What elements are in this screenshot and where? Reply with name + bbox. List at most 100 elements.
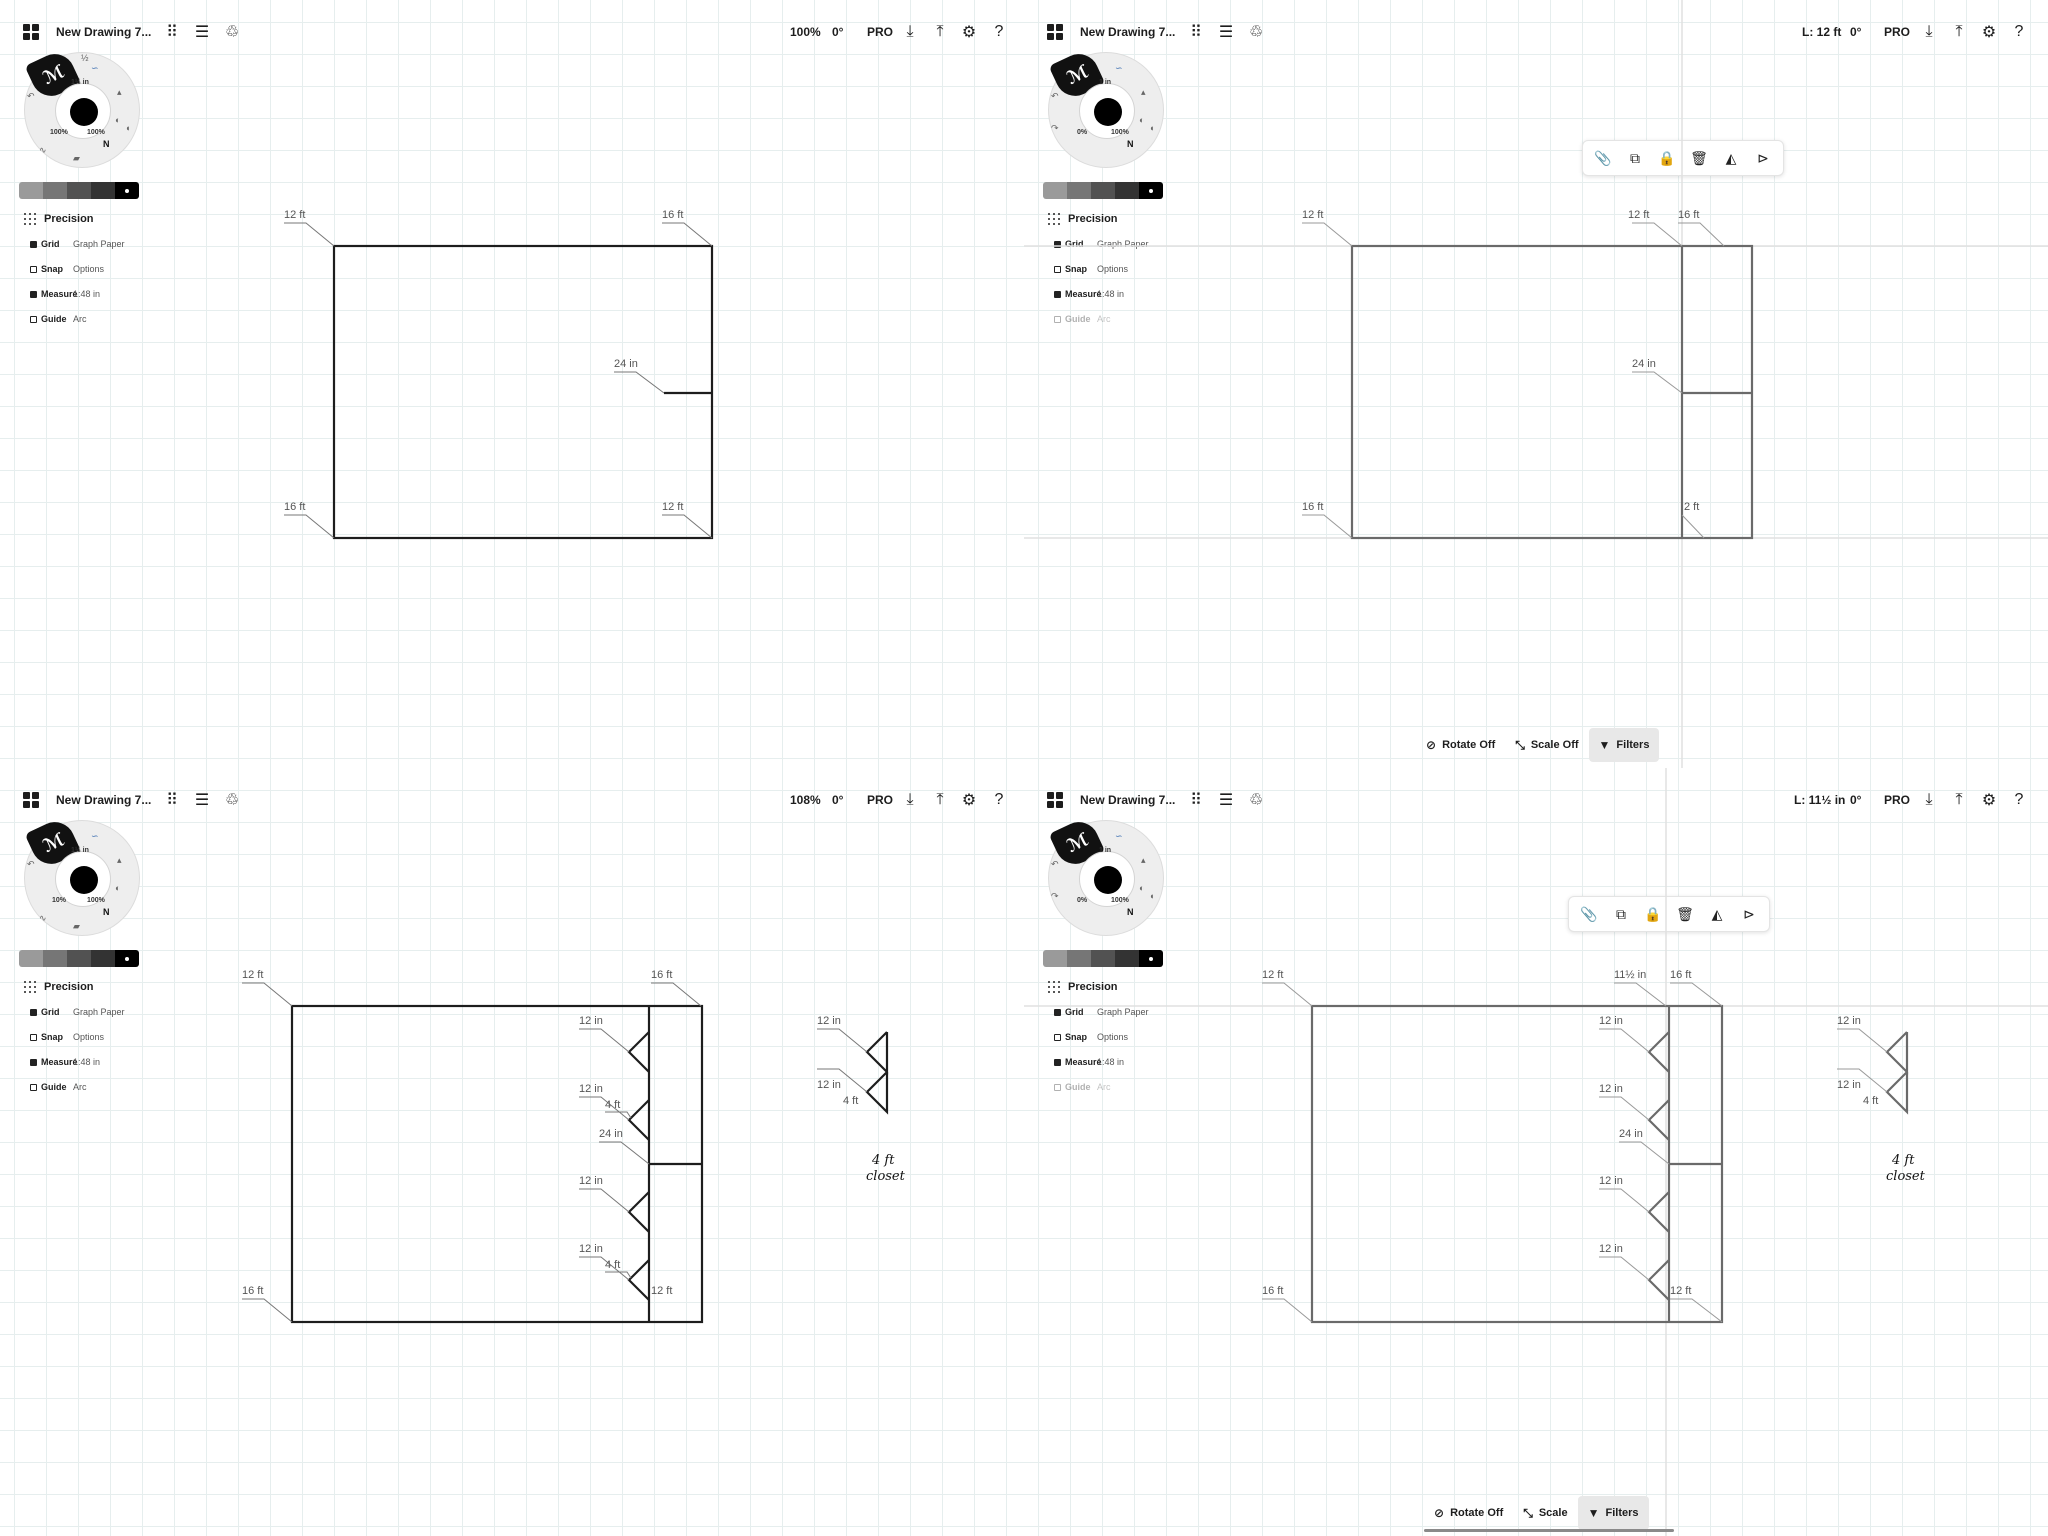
swatch[interactable] [67,950,91,967]
settings-gear-icon[interactable]: ⚙ [961,24,977,41]
duplicate-icon[interactable]: ⧉ [1630,149,1640,166]
nib-tool-icon[interactable]: N [1127,139,1134,149]
swatch-selected[interactable] [115,950,139,967]
layers-icon[interactable]: ☰ [1218,24,1234,41]
swatch[interactable] [1043,182,1067,199]
undo-icon[interactable]: ↶ [1051,859,1059,869]
redo-icon[interactable]: ↷ [1051,891,1059,901]
tool-wheel[interactable]: ℳ ∽ ↶ ▴ ∿ N ▰ 1½ in 10% 100% ◐ [24,815,140,936]
settings-gear-icon[interactable]: ⚙ [1981,792,1997,809]
drawing-title[interactable]: New Drawing 7... [1080,793,1176,807]
settings-gear-icon[interactable]: ⚙ [1981,24,1997,41]
flip-vertical-icon[interactable]: ⊳ [1743,905,1755,922]
swatch[interactable] [1043,950,1067,967]
guide-checkbox[interactable] [30,315,37,323]
guide-value[interactable]: Arc [1097,1082,1111,1092]
tool-wheel[interactable]: ℳ ∽ ↶ ↷ ▴ ◖ N 1 in 0% 100% ◐ [1048,815,1164,936]
grid-checkbox[interactable] [30,240,37,248]
closet-door-sketch[interactable] [1885,1071,1909,1115]
measure-value[interactable]: 1:48 in [73,289,101,299]
import-icon[interactable]: ⤓ [906,791,914,808]
measure-value[interactable]: 1:48 in [1097,1057,1125,1067]
pro-badge[interactable]: PRO [867,793,894,807]
marker-tool-icon[interactable]: ▴ [117,87,122,97]
room-outline[interactable] [332,244,714,540]
nib-tool-icon[interactable]: N [103,907,110,917]
swatch[interactable] [1091,182,1115,199]
swatch-selected[interactable] [115,182,139,199]
contrast-icon[interactable]: ◐ [1139,883,1145,893]
grid-checkbox[interactable] [1054,240,1061,248]
help-icon[interactable]: ? [994,791,1004,808]
grid-value[interactable]: Graph Paper [73,1007,125,1017]
nib-tool-icon[interactable]: N [103,139,110,149]
scale-toggle[interactable]: ⤡Scale [1513,1496,1577,1530]
gallery-icon[interactable] [1047,24,1063,40]
export-icon[interactable]: ⤒ [1955,23,1963,40]
canvas-panel-4[interactable]: New Drawing 7... ⠿ ☰ ♲ L: 11½ in 0° PRO … [1024,768,2048,1536]
precision-dots-icon[interactable] [1048,213,1060,225]
snap-value[interactable]: Options [1097,1032,1129,1042]
closet-door[interactable] [627,1259,650,1301]
import-icon[interactable]: ⤓ [906,23,914,40]
undo-icon[interactable]: ↶ [27,91,35,101]
filters-button[interactable]: ▼Filters [1577,1496,1649,1530]
redo-icon[interactable]: ↷ [1051,123,1059,133]
eraser-tool-icon[interactable]: ▰ [73,921,80,931]
delete-icon[interactable]: 🗑 [1690,149,1708,166]
flip-horizontal-icon[interactable]: ◭ [1711,905,1723,922]
precision-dots-icon[interactable] [1048,981,1060,993]
closet-door-sketch[interactable] [865,1071,889,1115]
shapes-icon[interactable]: ♲ [224,792,240,809]
brush-tool-icon[interactable]: ∽ [91,831,99,841]
drawing-canvas[interactable]: 12 ft 16 ft 12 in 12 in 4 ft 24 in 12 in… [0,768,1024,1536]
brush-tool-icon[interactable]: ∽ [1115,63,1123,73]
dots-grid-icon[interactable]: ⠿ [166,24,178,41]
current-color-swatch[interactable] [70,98,98,126]
attach-icon[interactable]: 📎 [1580,905,1598,922]
marker-tool-icon[interactable]: ▴ [117,855,122,865]
airbrush-tool-icon[interactable]: ◖ [1149,891,1155,901]
drawing-canvas[interactable]: 12 ft 12 ft 16 ft 24 in 16 ft 2 ft [1024,0,2048,768]
rotate-toggle[interactable]: ⊘Rotate Off [1424,1496,1513,1530]
angle-readout[interactable]: 0° [1850,793,1862,807]
airbrush-tool-icon[interactable]: ◖ [1149,123,1155,133]
gallery-icon[interactable] [23,24,39,40]
tool-wheel[interactable]: ℳ ½ ∽ ↶ ▴ ◖ ∿ N ▰ 1½ in 100% 100% ◐ [24,47,140,168]
swatch[interactable] [91,950,115,967]
scroll-indicator[interactable] [1424,1529,1674,1532]
undo-icon[interactable]: ↶ [27,859,35,869]
swatch-selected[interactable] [1139,182,1163,199]
marker-tool-icon[interactable]: ▴ [1141,87,1146,97]
swatch[interactable] [19,950,43,967]
drawing-canvas[interactable]: 12 ft 11½ in 16 ft 12 in 12 in 24 in 12 … [1024,768,2048,1536]
wave-tool-icon[interactable]: ∿ [39,145,47,155]
grid-value[interactable]: Graph Paper [1097,1007,1149,1017]
pro-badge[interactable]: PRO [1884,793,1911,807]
dots-grid-icon[interactable]: ⠿ [1190,792,1202,809]
measure-value[interactable]: 1:48 in [1097,289,1125,299]
current-color-swatch[interactable] [1094,866,1122,894]
drawing-title[interactable]: New Drawing 7... [56,25,152,39]
closet-door-sketch[interactable] [1885,1031,1909,1075]
closet-door[interactable] [627,1191,650,1233]
snap-value[interactable]: Options [1097,264,1129,274]
color-dial[interactable] [55,851,111,907]
swatch[interactable] [67,182,91,199]
export-icon[interactable]: ⤒ [936,791,944,808]
color-dial[interactable] [55,83,111,139]
color-swatch-bar[interactable] [1043,182,1163,199]
snap-checkbox[interactable] [30,1033,37,1041]
swatch[interactable] [91,182,115,199]
measure-checkbox[interactable] [1054,1058,1061,1066]
contrast-icon[interactable]: ◐ [115,115,121,125]
attach-icon[interactable]: 📎 [1594,149,1612,166]
help-icon[interactable]: ? [2014,23,2024,40]
